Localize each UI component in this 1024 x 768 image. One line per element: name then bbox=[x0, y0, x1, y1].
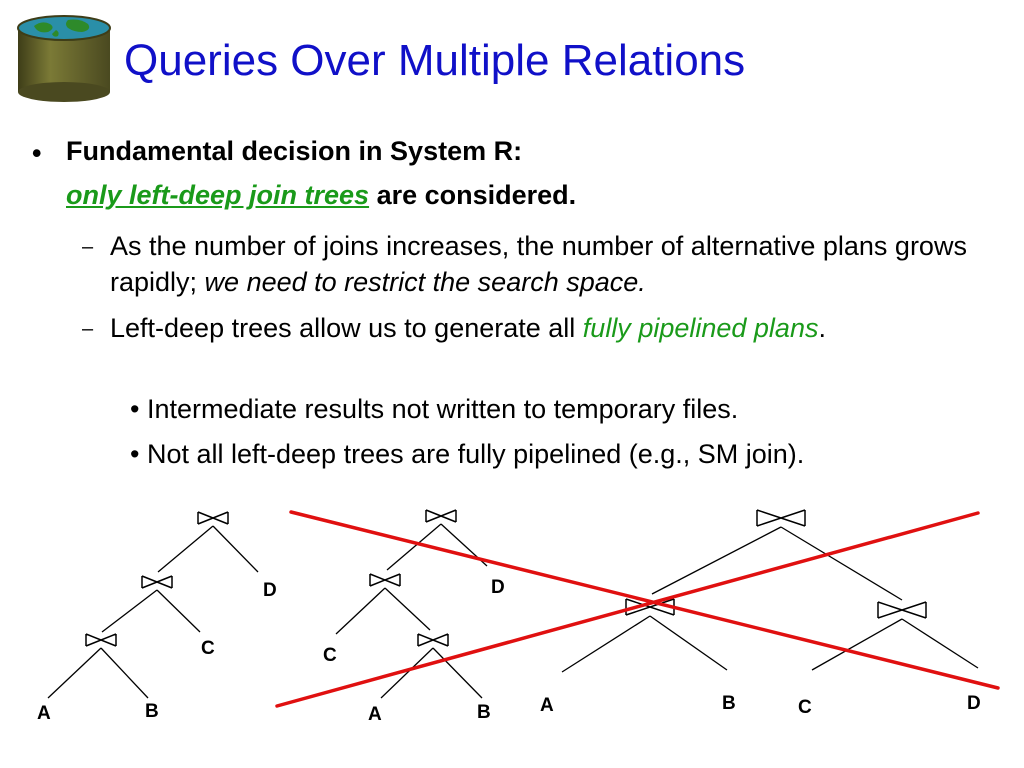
leaf-label: A bbox=[540, 695, 554, 716]
bullet-marker: • bbox=[130, 439, 140, 469]
leaf-label: D bbox=[491, 577, 505, 598]
sub-bullet-2-text: Left-deep trees allow us to generate all bbox=[110, 313, 583, 343]
dash-marker: – bbox=[82, 318, 94, 340]
leaf-label: A bbox=[368, 704, 382, 725]
join-icon bbox=[425, 509, 457, 523]
bullet-marker: • bbox=[32, 138, 42, 168]
bullet-1-line-1: Fundamental decision in System R: bbox=[66, 136, 523, 166]
sub-bullet-1: As the number of joins increases, the nu… bbox=[110, 228, 1015, 300]
leaf-label: D bbox=[967, 693, 981, 714]
leaf-label: B bbox=[477, 702, 491, 723]
sub-sub-bullet-1: • Intermediate results not written to te… bbox=[130, 394, 738, 425]
sub-bullet-1-text: As the number of joins increases, the nu… bbox=[110, 231, 967, 297]
join-icon bbox=[369, 573, 401, 587]
bullet-1-line-2: only left-deep join trees are considered… bbox=[66, 180, 576, 211]
leaf-label: B bbox=[145, 701, 159, 722]
join-icon bbox=[141, 575, 173, 589]
sub-bullet-1-italic: we need to restrict the search space. bbox=[204, 267, 646, 297]
sub-bullet-2: Left-deep trees allow us to generate all… bbox=[110, 310, 950, 346]
dash-marker: – bbox=[82, 236, 94, 258]
slide-title: Queries Over Multiple Relations bbox=[124, 36, 746, 85]
leaf-label: C bbox=[798, 697, 812, 718]
sub-bullet-2-end: . bbox=[818, 313, 826, 343]
tree-left-deep bbox=[47, 511, 259, 699]
leaf-label: D bbox=[263, 580, 277, 601]
tree-bushy bbox=[561, 509, 979, 673]
leaf-label: A bbox=[37, 703, 51, 724]
leaf-label: B bbox=[722, 693, 736, 714]
join-icon bbox=[197, 511, 229, 525]
leaf-label: C bbox=[201, 638, 215, 659]
sub-sub-bullet-2-text: Not all left-deep trees are fully pipeli… bbox=[146, 439, 805, 469]
database-globe-icon bbox=[17, 15, 111, 102]
bullet-marker: • bbox=[130, 394, 140, 424]
join-icon bbox=[417, 633, 449, 647]
pipelined-highlight: fully pipelined plans bbox=[582, 313, 819, 343]
bullet-1-rest: are considered. bbox=[369, 180, 577, 210]
join-icon bbox=[877, 601, 927, 619]
sub-sub-bullet-1-text: Intermediate results not written to temp… bbox=[146, 394, 739, 424]
leaf-label: C bbox=[323, 645, 337, 666]
join-icon bbox=[85, 633, 117, 647]
join-icon bbox=[756, 509, 806, 527]
left-deep-highlight: only left-deep join trees bbox=[66, 180, 370, 210]
cross-out-mark bbox=[275, 510, 1000, 708]
sub-sub-bullet-2: • Not all left-deep trees are fully pipe… bbox=[130, 439, 804, 470]
